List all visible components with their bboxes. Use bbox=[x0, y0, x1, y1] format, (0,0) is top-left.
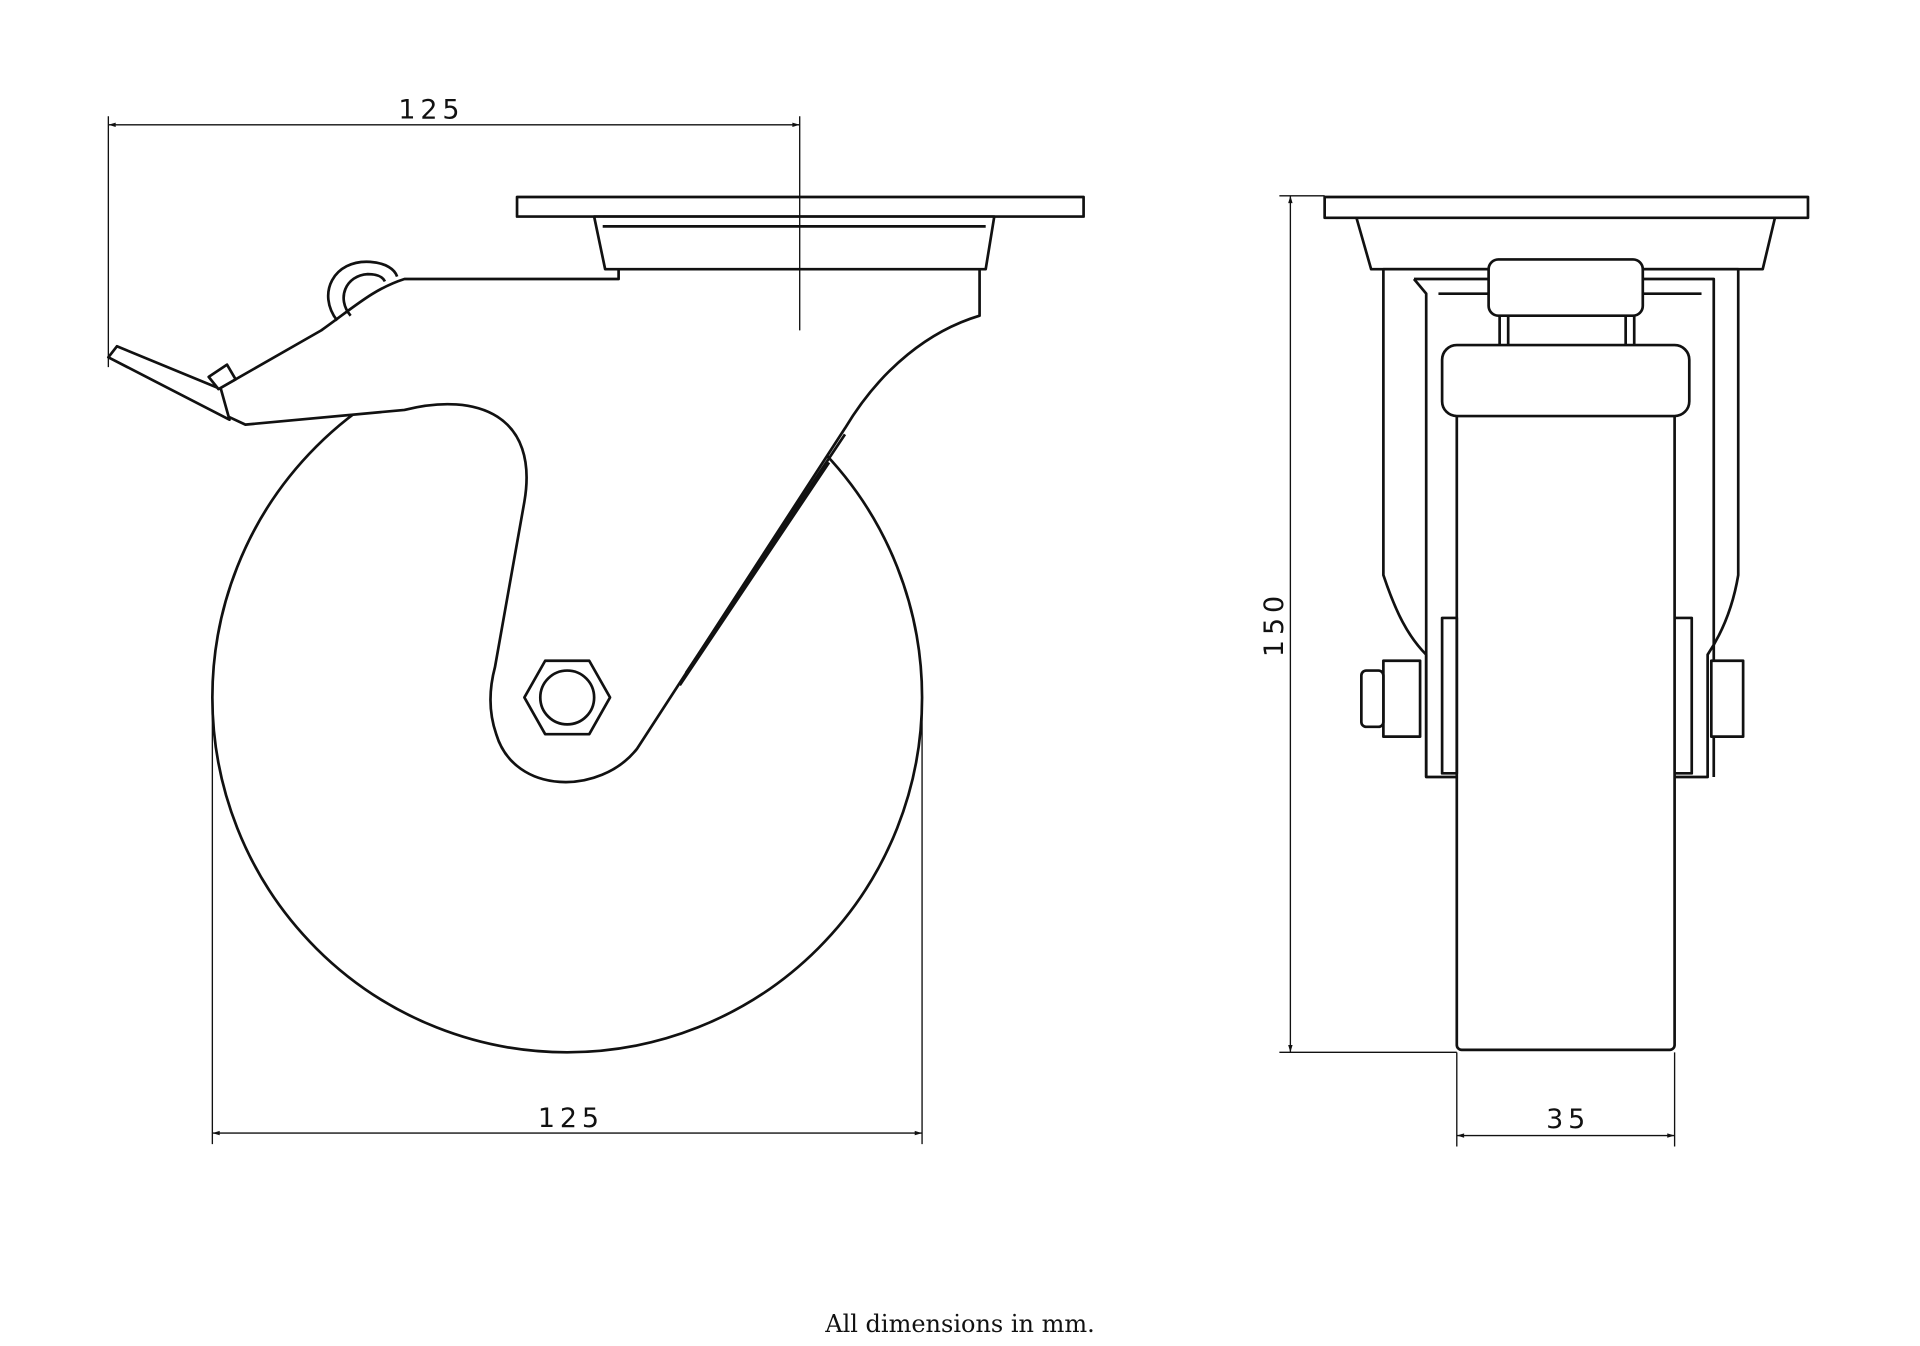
dim-overall-height: 150 bbox=[1259, 591, 1290, 657]
dim-wheel-width: 35 bbox=[1546, 1104, 1590, 1135]
hex-nut-right bbox=[1709, 659, 1745, 738]
swivel-housing-front bbox=[1355, 216, 1777, 271]
brake-springs bbox=[1498, 315, 1636, 346]
swivel-housing-side bbox=[592, 215, 996, 271]
brake-pad bbox=[1440, 343, 1691, 418]
units-caption: All dimensions in mm. bbox=[825, 1310, 1095, 1338]
dimension-lines: 125 125 150 35 bbox=[107, 95, 1676, 1147]
wheel-front bbox=[1455, 408, 1676, 1052]
top-plate-front bbox=[1323, 195, 1810, 220]
brake-tab bbox=[207, 363, 237, 391]
axle-end-left bbox=[1360, 669, 1385, 729]
axle bbox=[538, 669, 596, 726]
brake-ring bbox=[326, 260, 399, 322]
front-view bbox=[1323, 195, 1810, 1052]
dim-wheel-diameter: 125 bbox=[538, 1103, 604, 1134]
fork-bevel bbox=[678, 433, 847, 686]
dim-overall-reach: 125 bbox=[398, 95, 464, 126]
side-view bbox=[107, 195, 1085, 1054]
brake-lever bbox=[107, 344, 231, 422]
brake-cap bbox=[1487, 258, 1645, 318]
hex-nut-left bbox=[1382, 659, 1422, 738]
